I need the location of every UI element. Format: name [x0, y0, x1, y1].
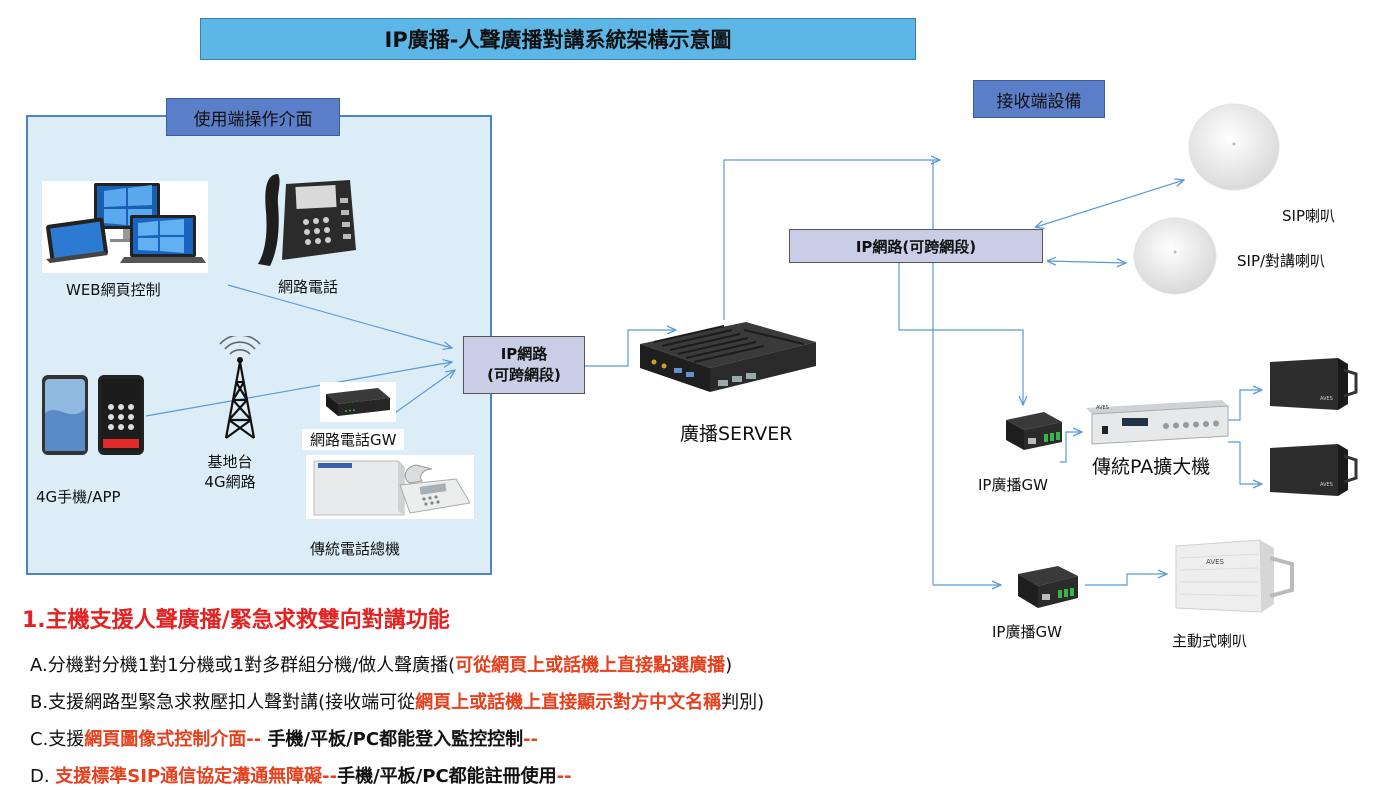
cell-tower-icon [219, 336, 261, 439]
svg-text:AVES: AVES [1206, 558, 1225, 566]
voip-gateway-label: 網路電話GW [302, 429, 405, 450]
feature-b: B.支援網路型緊急求救壓扣人聲對講(接收端可從網頁上或話機上直接顯示對方中文名稱… [30, 692, 765, 713]
tower-to-network-line [145, 362, 452, 417]
receiver-equipment-tag: 接收端設備 [973, 80, 1105, 118]
features-title: 1.主機支援人聲廣播/緊急求救雙向對講功能 [22, 608, 450, 633]
web-control-label: WEB網頁控制 [66, 281, 161, 299]
net-to-gw1-line [898, 263, 1023, 405]
pbx-label: 傳統電話總機 [310, 540, 401, 558]
pa-amplifier-label: 傳統PA擴大機 [1092, 456, 1211, 478]
network-to-server-line [585, 330, 676, 367]
gw2-to-active-speaker-line [1085, 574, 1167, 586]
net-to-sip-intercom-line [1048, 261, 1126, 263]
wall-speaker2-icon: AVES [1270, 444, 1358, 496]
receiver-ip-network-box: IP網路(可跨網段) [789, 229, 1043, 263]
broadcast-server-label: 廣播SERVER [680, 423, 793, 445]
wall-speaker1-icon: AVES [1270, 358, 1358, 410]
mobile-app-label: 4G手機/APP [36, 488, 121, 506]
broadcast-server-icon [640, 322, 816, 392]
feature-d: D. 支援標準SIP通信協定溝通無障礙--手機/平板/PC都能註冊使用-- [30, 766, 572, 787]
sip-speaker-icon [1188, 103, 1280, 191]
server-to-receiver-line [723, 160, 940, 320]
active-speaker-label: 主動式喇叭 [1172, 632, 1248, 650]
svg-text:AVES: AVES [1320, 482, 1333, 488]
pbx-icon [306, 455, 474, 519]
gw-to-network-line [391, 370, 455, 416]
web-to-network-line [227, 284, 452, 348]
feature-a: A.分機對分機1對1分機或1對多群組分機/做人聲廣播(可從網頁上或話機上直接點選… [30, 655, 733, 676]
mobile-phones-icon [42, 375, 144, 455]
ip-broadcast-gw1-icon [1006, 412, 1062, 450]
ip-broadcast-gw2-icon [1018, 566, 1078, 608]
ip-phone-label: 網路電話 [278, 278, 339, 296]
cell-tower-label: 基地台 4G網路 [204, 453, 256, 491]
gw1-to-amp-line [1060, 432, 1082, 463]
active-speaker-icon: AVES [1175, 539, 1294, 613]
pa-amplifier-icon: AVES [1086, 400, 1229, 445]
ip-network-box: IP網路 (可跨網段) [463, 336, 585, 394]
user-interface-tag: 使用端操作介面 [166, 98, 340, 136]
sip-intercom-speaker-icon [1133, 217, 1217, 295]
voip-gateway-icon [320, 382, 396, 422]
ip-broadcast-gw2-label: IP廣播GW [992, 623, 1062, 641]
amp-to-speaker1-line [1228, 390, 1262, 421]
sip-intercom-speaker-label: SIP/對講喇叭 [1237, 252, 1326, 270]
ip-broadcast-gw1-label: IP廣播GW [978, 476, 1048, 494]
ip-phone-icon [258, 174, 356, 266]
feature-c: C.支援網頁圖像式控制介面-- 手機/平板/PC都能登入監控控制-- [30, 729, 539, 750]
amp-to-speaker2-line [1228, 441, 1262, 484]
web-devices-icon [42, 181, 208, 273]
sip-speaker-label: SIP喇叭 [1282, 207, 1335, 225]
amp-brand-icon: AVES [1096, 405, 1109, 411]
diagram-title: IP廣播-人聲廣播對講系統架構示意圖 [200, 18, 916, 60]
net-to-sip-speaker-line [1036, 180, 1184, 227]
svg-text:AVES: AVES [1320, 396, 1333, 402]
